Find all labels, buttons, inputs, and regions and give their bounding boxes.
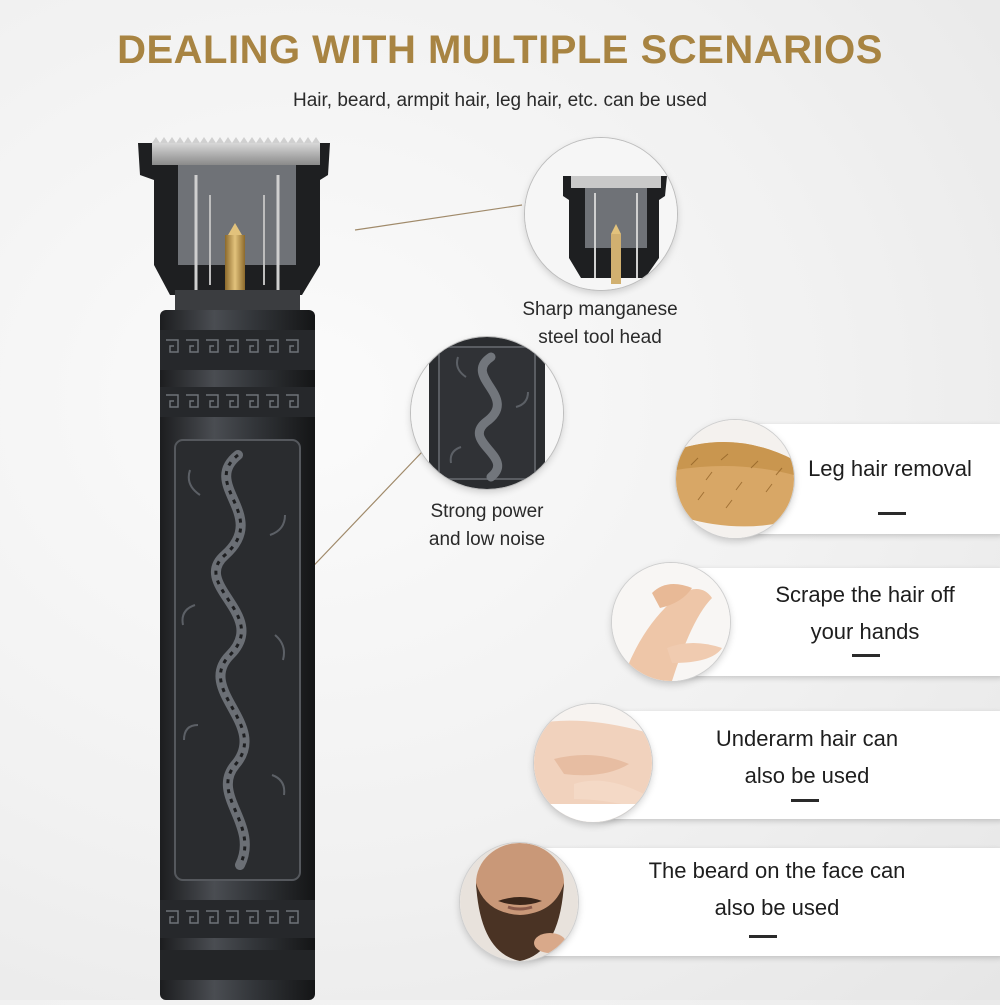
hands-card-dash [852,654,880,657]
page-title: DEALING WITH MULTIPLE SCENARIOS [117,28,883,72]
underarm-caption-line1: Underarm hair can [715,726,899,751]
power-caption-line1: Strong power [430,501,544,522]
beard-card-dash [749,935,777,938]
leg-card-dash [878,512,906,515]
arm-hand-photo [612,563,730,681]
page-subtitle: Hair, beard, armpit hair, leg hair, etc.… [292,90,707,111]
beard-caption: The beard on the face can also be used [612,852,942,926]
tool-head-caption-line2: steel tool head [538,327,662,348]
tool-head-caption: Sharp manganese steel tool head [490,296,710,352]
leg-hair-caption: Leg hair removal [808,456,972,481]
tool-head-caption-line1: Sharp manganese [522,299,678,320]
head-callout-line [354,204,523,231]
hands-caption-line1: Scrape the hair off [775,582,955,607]
underarm-caption-line2: also be used [744,763,870,788]
trimmer-product-image [130,135,345,1000]
beard-face-photo [460,843,578,961]
scenario-card-beard [522,848,1000,956]
hands-caption-line2: your hands [810,619,920,644]
underarm-card-dash [791,799,819,802]
trimmer-head-closeup [525,138,677,290]
underarm-photo [534,704,652,822]
power-caption-line2: and low noise [428,529,546,550]
dragon-engraving-closeup [411,337,563,489]
hands-caption: Scrape the hair off your hands [740,576,990,650]
power-caption: Strong power and low noise [377,498,597,554]
underarm-caption: Underarm hair can also be used [672,720,942,794]
beard-caption-line1: The beard on the face can [648,858,906,883]
beard-caption-line2: also be used [714,895,840,920]
leg-hair-photo [676,420,794,538]
